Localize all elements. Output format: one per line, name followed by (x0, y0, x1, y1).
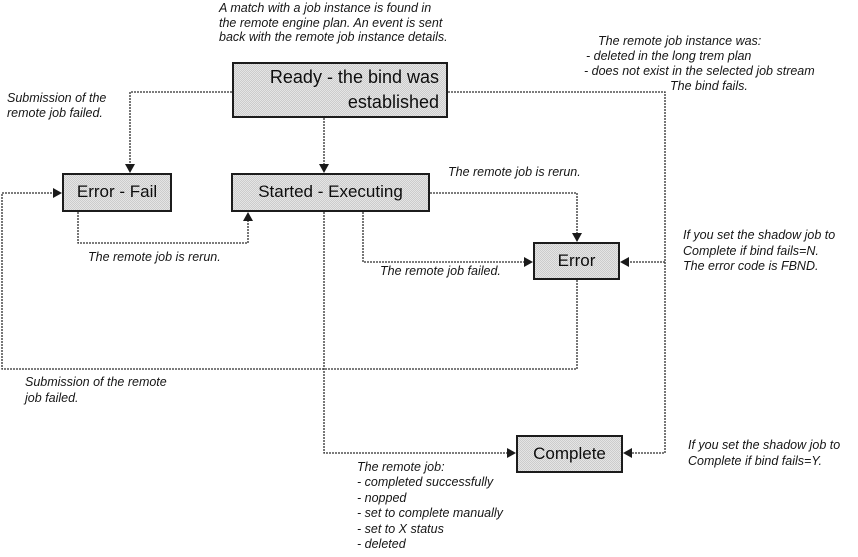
annotation-line: The remote job instance was: (598, 34, 762, 48)
annotation-remote-instance-was: The remote job instance was: - deleted i… (580, 34, 815, 94)
state-complete: Complete (516, 435, 623, 473)
edge-started-to-error-rerun (430, 192, 578, 233)
annotation-match-found: A match with a job instance is found in … (219, 1, 448, 45)
annotation-line: The error code is FBND. (683, 259, 819, 273)
arrowhead-rail-to-error (620, 257, 629, 267)
annotation-line: - deleted (357, 537, 406, 552)
annotation-line: job failed. (25, 390, 79, 405)
annotation-line: - deleted in the long trem plan (586, 49, 752, 63)
arrowhead-ready-to-started (319, 164, 329, 173)
annotation-shadow-job-y: If you set the shadow job to Complete if… (688, 437, 840, 469)
annotation-line: A match with a job instance is found in (219, 1, 432, 15)
arrowhead-ready-to-errorfail (125, 164, 135, 173)
annotation-line: remote job failed. (7, 106, 103, 120)
annotation-line: Complete if bind fails=N. (683, 243, 819, 258)
state-ready: Ready - the bind was established (232, 62, 448, 118)
state-error-fail: Error - Fail (62, 173, 172, 212)
arrowhead-failed-to-error (524, 257, 533, 267)
annotation-line: the remote engine plan. An event is sent (219, 15, 443, 30)
annotation-rerun-right: The remote job is rerun. (448, 165, 581, 179)
annotation-line: If you set the shadow job to (683, 228, 836, 242)
arrowhead-started-to-error (572, 233, 582, 242)
annotation-line: Submission of the (7, 91, 107, 105)
annotation-line: Submission of the remote (25, 375, 167, 389)
annotation-line: - nopped (357, 490, 407, 505)
annotation-shadow-job-n: If you set the shadow job to Complete if… (683, 228, 835, 275)
annotation-line: The remote job: (357, 460, 445, 474)
arrowhead-errorfail-to-started (243, 212, 253, 221)
annotation-line: The bind fails. (670, 79, 748, 93)
arrowhead-started-to-complete (507, 448, 516, 458)
annotation-submission-failed-bottom: Submission of the remote job failed. (25, 375, 167, 406)
annotation-line: If you set the shadow job to (688, 438, 841, 452)
annotation-remote-job-list: The remote job: - completed successfully… (357, 460, 503, 552)
arrowhead-loop-to-errorfail (53, 188, 62, 198)
annotation-line: - completed successfully (357, 475, 494, 490)
arrowhead-rail-to-complete (623, 448, 632, 458)
edge-error-to-errorfail-loop (1, 192, 578, 370)
annotation-submission-failed-top: Submission of the remote job failed. (7, 91, 106, 121)
annotation-line: Complete if bind fails=Y. (688, 454, 822, 468)
annotation-line: - set to complete manually (357, 506, 503, 521)
annotation-line: back with the remote job instance detail… (219, 30, 448, 44)
annotation-line: - set to X status (357, 521, 444, 536)
edge-started-to-error-failed (362, 212, 524, 263)
annotation-rerun-left: The remote job is rerun. (88, 250, 221, 264)
edge-errorfail-to-started (77, 212, 249, 244)
annotation-line: - does not exist in the selected job str… (584, 64, 815, 78)
state-error: Error (533, 242, 620, 280)
state-started-executing: Started - Executing (231, 173, 430, 212)
annotation-job-failed: The remote job failed. (380, 264, 501, 278)
edge-started-to-complete (323, 212, 507, 454)
edge-ready-to-errorfail (129, 91, 232, 164)
